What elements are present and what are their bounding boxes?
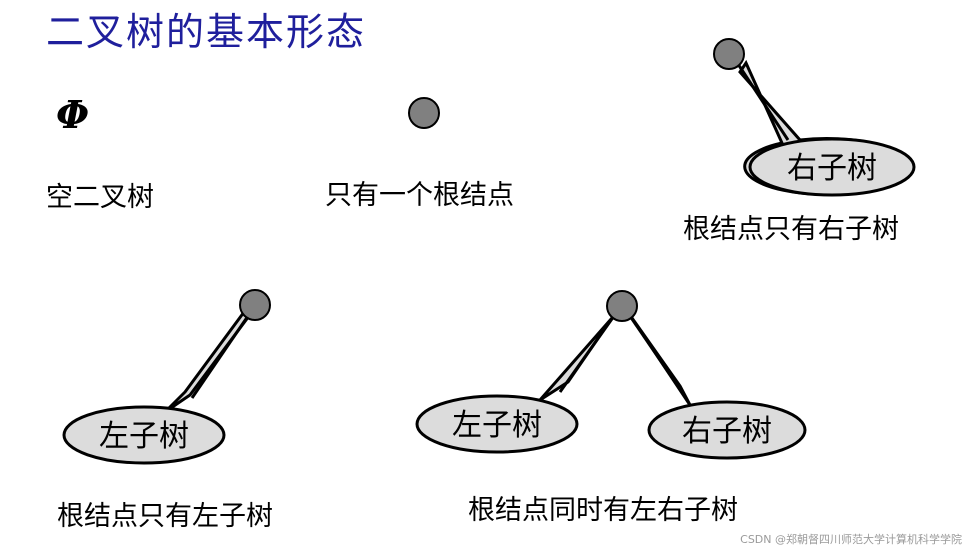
left-subtree-bubble [62,405,226,465]
left-subtree-bubble [415,394,579,454]
root-node [239,289,271,321]
root-node [713,38,745,70]
right-edge [628,315,688,399]
left-edge [190,315,250,399]
page-title: 二叉树的基本形态 [46,10,367,54]
right-subtree-label: 右子树 [682,414,772,449]
tree-left-only: 左子树 [62,289,271,465]
caption-right-only: 根结点只有右子树 [683,214,899,245]
left-edge [558,315,616,393]
caption-root-only: 只有一个根结点 [325,180,514,211]
right-subtree-bubble [647,400,807,460]
caption-empty-tree: 空二叉树 [46,182,154,213]
root-node [606,290,638,322]
left-subtree-pointer [538,316,614,402]
caption-left-only: 根结点只有左子树 [57,501,273,532]
left-subtree-pointer [163,306,254,414]
empty-set-symbol: Φ [56,92,90,137]
left-subtree-label: 左子树 [452,408,542,443]
left-subtree-label: 左子树 [99,419,189,454]
right-edge [736,63,790,141]
right-subtree-label: 右子树 [787,151,877,186]
root-node [408,97,440,129]
right-subtree-bubble-body [748,137,916,197]
tree-right-only: 右子树 [713,38,916,197]
caption-both-subtrees: 根结点同时有左右子树 [468,495,738,526]
tree-both: 左子树 右子树 [415,290,807,460]
watermark: CSDN @郑朝督四川师范大学计算机科学学院 [740,533,962,546]
